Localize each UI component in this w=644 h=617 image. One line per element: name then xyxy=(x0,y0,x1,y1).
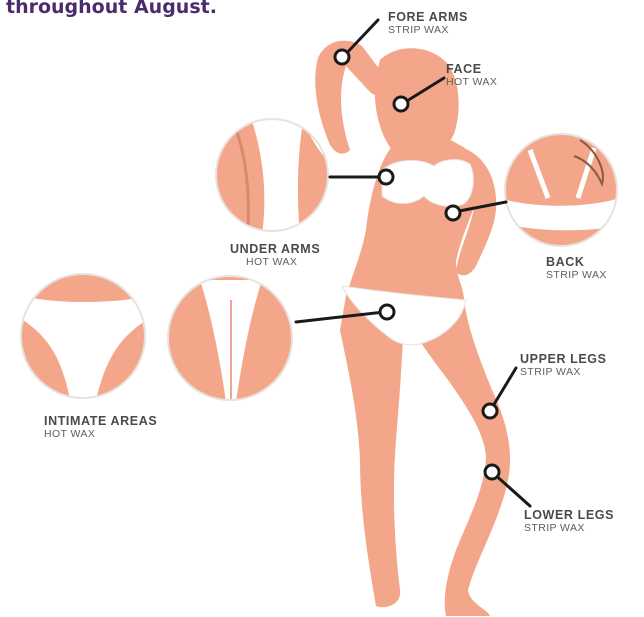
forearms-label: FORE ARMS STRIP WAX xyxy=(388,10,468,36)
back-marker xyxy=(446,206,460,220)
back-area-name: BACK xyxy=(546,255,607,269)
lower-legs-wax-type: STRIP WAX xyxy=(524,522,614,534)
back-zoom-circle xyxy=(500,130,625,255)
underarm-zoom-circle xyxy=(210,115,340,235)
lower-legs-area-name: LOWER LEGS xyxy=(524,508,614,522)
upper-legs-area-name: UPPER LEGS xyxy=(520,352,607,366)
face-label: FACE HOT WAX xyxy=(446,62,497,88)
underarms-marker xyxy=(379,170,393,184)
bikini-top xyxy=(382,160,473,207)
intimate-areas-label: INTIMATE AREAS HOT WAX xyxy=(44,414,157,440)
forearms-wax-type: STRIP WAX xyxy=(388,24,468,36)
intimate-front-zoom-circle xyxy=(20,272,150,402)
lower-legs-label: LOWER LEGS STRIP WAX xyxy=(524,508,614,534)
back-label: BACK STRIP WAX xyxy=(546,255,607,281)
underarms-label: UNDER ARMS HOT WAX xyxy=(230,242,320,268)
forearms-marker xyxy=(335,50,349,64)
upper-legs-marker xyxy=(483,404,497,418)
upper-legs-label: UPPER LEGS STRIP WAX xyxy=(520,352,607,378)
face-area-name: FACE xyxy=(446,62,497,76)
back-wax-type: STRIP WAX xyxy=(546,269,607,281)
intimate-area-name: INTIMATE AREAS xyxy=(44,414,157,428)
underarms-area-name: UNDER ARMS xyxy=(230,242,320,256)
face-wax-type: HOT WAX xyxy=(446,76,497,88)
face-marker xyxy=(394,97,408,111)
lower-legs-marker xyxy=(485,465,499,479)
right-leg xyxy=(404,300,510,616)
upper-legs-wax-type: STRIP WAX xyxy=(520,366,607,378)
intimate-marker xyxy=(380,305,394,319)
underarms-wax-type: HOT WAX xyxy=(230,256,320,268)
intimate-wax-type: HOT WAX xyxy=(44,428,157,440)
intimate-back-zoom-circle xyxy=(166,274,296,404)
left-leg xyxy=(340,296,404,607)
forearms-area-name: FORE ARMS xyxy=(388,10,468,24)
